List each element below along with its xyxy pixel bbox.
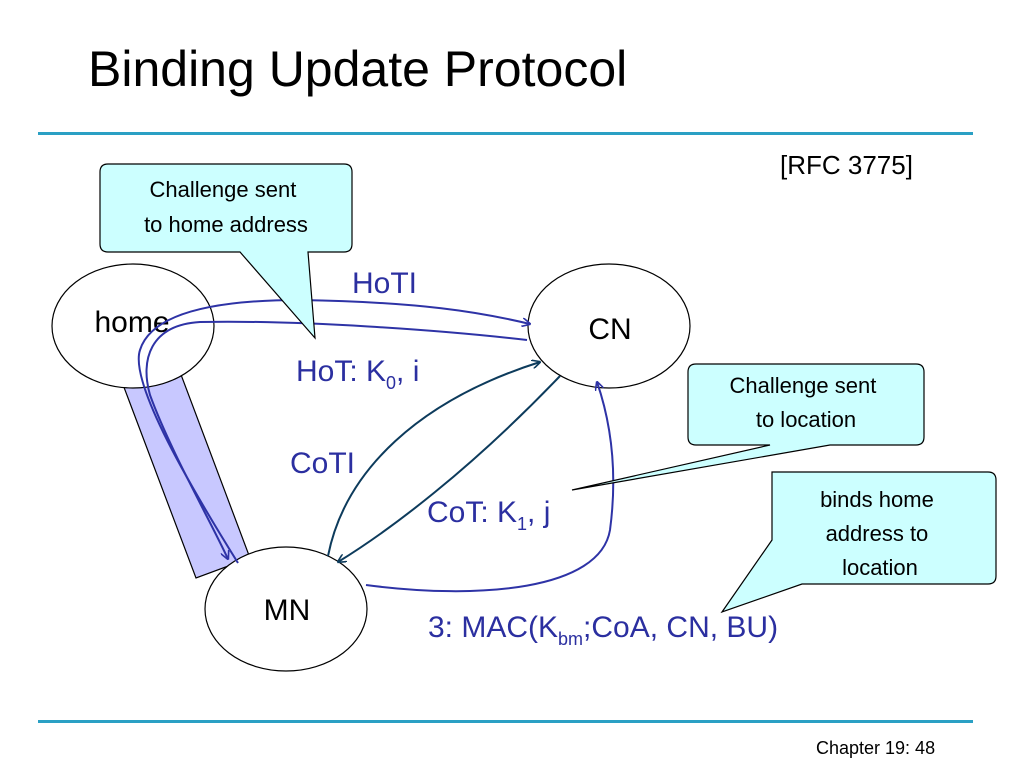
callout-location-line-1: Challenge sent xyxy=(730,373,877,398)
hot-arrow xyxy=(145,320,528,559)
rfc-reference: [RFC 3775] xyxy=(780,150,913,180)
cot-arrow xyxy=(338,375,561,562)
coti-arrow xyxy=(327,362,540,557)
mn-node-label: MN xyxy=(264,594,311,627)
tunnel-shape xyxy=(121,363,251,579)
bottom-divider xyxy=(38,720,973,723)
callout-location-challenge: Challenge sent to location xyxy=(571,363,925,491)
svg-text:Challenge sent to home a: Challenge sent to home address xyxy=(144,177,308,237)
hoti-label: HoTI xyxy=(352,267,417,300)
binding-update-arrow xyxy=(365,382,615,593)
mn-node xyxy=(204,546,368,672)
slide-footer: Chapter 19: 48 xyxy=(816,738,936,758)
cn-node-label: CN xyxy=(588,313,631,346)
svg-text:binds home address to: binds home address to location xyxy=(820,487,940,580)
callout-binds-line-1: binds home xyxy=(820,487,934,512)
slide-title: Binding Update Protocol xyxy=(88,41,628,97)
home-node xyxy=(51,263,215,389)
callout-binds-line-2: address to xyxy=(826,521,929,546)
mac-label: 3: MAC(Kbm;CoA, CN, BU) xyxy=(428,611,778,649)
home-node-label: home xyxy=(94,306,169,339)
hoti-arrow xyxy=(137,298,530,564)
cot-label: CoT: K1, j xyxy=(427,496,550,534)
callout-home-line-1: Challenge sent xyxy=(150,177,297,202)
callout-home-line-2: to home address xyxy=(144,212,308,237)
svg-text:Challenge sent to locati: Challenge sent to location xyxy=(730,373,883,432)
hot-label: HoT: K0, i xyxy=(296,355,419,393)
top-divider xyxy=(38,132,973,135)
callout-location-line-2: to location xyxy=(756,407,856,432)
coti-label: CoTI xyxy=(290,447,355,480)
callout-binds-line-3: location xyxy=(842,555,918,580)
callout-home-challenge: Challenge sent to home address xyxy=(99,163,353,340)
callout-binds: binds home address to location xyxy=(720,471,997,614)
